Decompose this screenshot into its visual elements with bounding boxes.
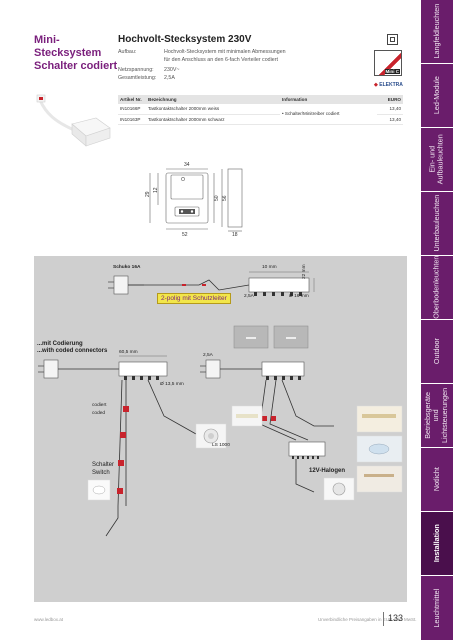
table-row: IN10166P Tastkontaktschalter 2000mm weis… (118, 104, 403, 125)
dim-height-b: 12 (153, 187, 159, 193)
spec-value: 230V~ (164, 67, 180, 73)
product-title: Hochvolt-Stecksystem 230V (118, 34, 252, 45)
coded-label-en: coded (92, 411, 106, 416)
connector-detail-2 (273, 325, 309, 349)
tab-led-module[interactable]: Led-Module (421, 64, 453, 128)
coded-heading-de: ...mit Codierung (37, 341, 83, 347)
brand-mark-icon: ◆ (374, 82, 378, 88)
tab-label: Led-Module (431, 76, 441, 115)
tab-label: Installation (431, 524, 441, 563)
col-price: EURO (377, 95, 403, 104)
brand-logo: ◆ ELEKTRA (374, 82, 403, 88)
dim-depth-a: 50 (214, 195, 220, 201)
col-information: Information (280, 95, 377, 104)
brand-name: ELEKTRA (379, 82, 403, 88)
tab-label: Betriebsgeräte und Lichtsteuerungen (423, 387, 450, 444)
diameter-1: Ø 16 mm (289, 294, 309, 299)
tab-betriebsgeraete[interactable]: Betriebsgeräte und Lichtsteuerungen (421, 384, 453, 448)
under-cabinet-photo (356, 405, 403, 433)
tab-label: Langfeldleuchten (431, 4, 441, 59)
distributor-halogen (288, 441, 326, 457)
table-row: IN10163P Tastkontaktschalter 2000mm schw… (118, 114, 403, 125)
plug-spec-label: 2-polig mit Schutzleiter (157, 293, 231, 304)
tab-label: Unterbauleuchten (431, 195, 441, 252)
schuko-plug-mid (38, 359, 59, 379)
article-price: 13,40 (377, 104, 403, 115)
lamp-label: LS 1000 (212, 443, 230, 448)
dim-width: 52 (182, 232, 188, 237)
tab-ein-aufbauleuchten[interactable]: Ein- und Aufbauleuchten (421, 128, 453, 192)
rated-current-1: 2,5A (244, 294, 254, 299)
article-price: 13,40 (377, 114, 403, 125)
category-tabs: Langfeldleuchten Led-Module Ein- und Auf… (421, 0, 453, 640)
section-title: Mini-Stecksystem Schalter codiert (34, 34, 124, 73)
spec-key: Netzspannung: (118, 67, 154, 73)
col-description: Bezeichnung (146, 95, 280, 104)
tab-notlicht[interactable]: Notlicht (421, 448, 453, 512)
page-number: 133 (388, 613, 404, 623)
cabinet-light-photo (356, 465, 403, 493)
mini-c-badge: Mini C (374, 50, 402, 76)
tab-installation[interactable]: Installation (421, 512, 453, 576)
article-number: IN10166P (118, 104, 146, 115)
tab-label: Oberbodenleuchten (431, 255, 441, 320)
article-number: IN10163P (118, 114, 146, 125)
spec-key: Aufbau: (118, 49, 137, 55)
article-name: Tastkontaktschalter 2000mm schwarz (146, 114, 280, 125)
switch-label-de: Schalter (92, 462, 115, 468)
spec-key: Gesamtleistung: (118, 75, 157, 81)
dim-top: 34 (184, 162, 190, 168)
tab-oberbodenleuchten[interactable]: Oberbodenleuchten (421, 256, 453, 320)
distributor-right (261, 361, 305, 377)
product-cable (38, 99, 75, 132)
tab-leuchtmittel[interactable]: Leuchtmittel (421, 576, 453, 640)
product-plug-tip (39, 97, 43, 100)
distributor-top (248, 277, 310, 293)
dim-side-width: 18 (232, 232, 238, 237)
product-photo (36, 94, 111, 147)
plug-label: Schuko 16A (113, 265, 141, 270)
product-box-front (85, 127, 111, 147)
height-label: 22 mm (302, 264, 307, 279)
section-title-line1: Mini-Stecksystem (34, 34, 102, 59)
table-header: Artikel Nr. Bezeichnung Information EURO (118, 95, 403, 104)
tab-label: Outdoor (431, 338, 441, 365)
length-mid: 60,5 mm (119, 350, 138, 355)
product-table: Artikel Nr. Bezeichnung Information EURO… (118, 95, 403, 125)
diameter-2: Ø 13,5 mm (160, 382, 184, 387)
schuko-plug-right (200, 359, 221, 379)
coded-label-de: codiert (92, 403, 107, 408)
tab-unterbauleuchten[interactable]: Unterbauleuchten (421, 192, 453, 256)
article-info: • Schalter/Minitreiber codiert (280, 104, 377, 125)
tab-langfeldleuchten[interactable]: Langfeldleuchten (421, 0, 453, 64)
section-title-line2: Schalter codiert (34, 60, 118, 72)
length-top: 10 mm (262, 265, 277, 270)
page-separator (383, 612, 384, 626)
article-name: Tastkontaktschalter 2000mm weiss (146, 104, 280, 115)
badge-label: Mini C (384, 69, 400, 74)
dim-depth-b: 56 (222, 195, 228, 201)
connector-detail-1 (233, 325, 269, 349)
spec-value: 2,5A (164, 75, 175, 81)
col-article: Artikel Nr. (118, 95, 146, 104)
dimension-drawing: 34 52 18 29 12 50 56 (145, 162, 243, 237)
switch-label-en: Switch (92, 470, 110, 476)
tab-label: Leuchtmittel (431, 588, 441, 628)
side-view (227, 168, 243, 228)
spec-value: für den Anschluss an den 6-fach Verteile… (164, 57, 278, 63)
dim-height-a: 29 (145, 191, 151, 197)
front-view (165, 172, 209, 224)
tab-label: Ein- und Aufbauleuchten (427, 134, 446, 185)
tab-outdoor[interactable]: Outdoor (421, 320, 453, 384)
halogen-label: 12V-Halogen (309, 468, 346, 474)
distributor-mid (118, 361, 168, 377)
schema-drawing (38, 271, 403, 537)
coded-heading-en: ...with coded connectors (37, 348, 108, 354)
spec-value: Hochvolt-Stecksystem mit minimalen Abmes… (164, 49, 286, 55)
footer-website: www.ledbox.at (34, 617, 64, 622)
tab-label: Notlicht (431, 467, 441, 492)
protection-class-icon (387, 34, 398, 45)
rated-current-2: 2,5A (203, 353, 213, 358)
footer-note: Unverbindliche Preisangaben in EUR exkl.… (318, 617, 417, 622)
